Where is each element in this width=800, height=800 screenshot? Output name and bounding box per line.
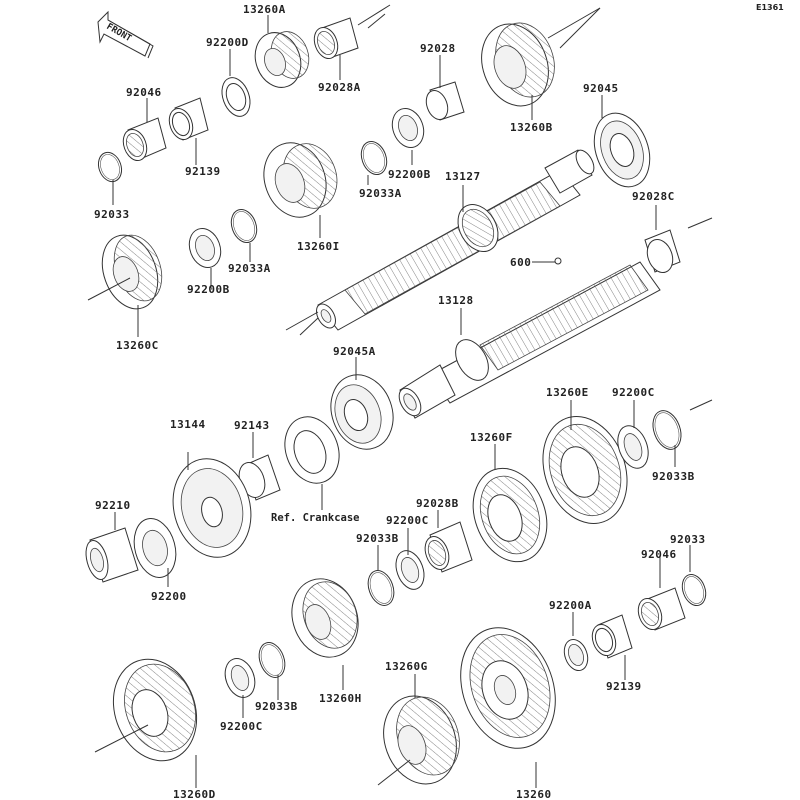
circlip-92033-top [97,151,123,183]
label-13260C: 13260C [116,339,159,352]
label-13260F: 13260F [470,431,513,444]
label-13144: 13144 [170,418,206,431]
washer-92200C-low [224,658,256,698]
sprocket-13144 [172,458,252,558]
washer-92200B-lower [188,228,222,268]
label-92046-right: 92046 [641,548,677,561]
washer-92200C-right [617,425,649,469]
shaft-13128 [398,261,661,419]
bearing-92028A [313,4,391,59]
bearing-92045 [593,112,651,188]
washer-92200B-upper [391,108,425,148]
label-600: 600 [510,256,531,269]
label-92200B-lower: 92200B [187,283,230,296]
label-92210: 92210 [95,499,131,512]
label-92028B: 92028B [416,497,459,510]
label-92200: 92200 [151,590,187,603]
shaft-13127 [285,149,595,336]
collar-92139-right [591,614,633,659]
orifice-600 [554,257,562,265]
label-92033B-mid: 92033B [356,532,399,545]
label-92139-top: 92139 [185,165,221,178]
washer-92200C-mid [395,550,425,590]
bushing-92028C [644,217,713,273]
label-13260D: 13260D [173,788,216,800]
label-13260H: 13260H [319,692,362,705]
gear-13260C [87,234,163,310]
front-arrow-icon: FRONT [97,10,154,59]
label-92143: 92143 [234,419,270,432]
label-92200D: 92200D [206,36,249,49]
gear-13260G [377,695,460,786]
gear-13260 [460,627,556,749]
circlip-92033A-lower [230,209,258,243]
part-labels: 13260A 92200D 92028A 92046 92139 92028 13260B 9… [94,3,706,800]
gear-13260I [263,142,338,218]
washer-92200D [221,77,251,117]
gear-13260H [291,578,359,658]
circlip-92033B-mid [367,570,395,606]
label-13260A: 13260A [243,3,286,16]
label-92033A-upper: 92033A [359,187,402,200]
label-92028C: 92028C [632,190,675,203]
label-92139-right: 92139 [606,680,642,693]
bearing-92045A [330,374,394,450]
gear-13260F [472,467,548,563]
label-92200C-low: 92200C [220,720,263,733]
label-92033A-lower: 92033A [228,262,271,275]
gear-13260E [542,416,628,524]
circlip-92033B-low [258,642,286,678]
bearing-92046-top [122,117,167,161]
label-13260G: 13260G [385,660,428,673]
label-13260I: 13260I [297,240,340,253]
label-92033B-low: 92033B [255,700,298,713]
label-92033-right: 92033 [670,533,706,546]
bushing-92028 [425,81,465,121]
ref-crankcase-note: Ref. Crankcase [271,512,360,524]
bearing-92028B [424,521,473,573]
label-92045: 92045 [583,82,619,95]
label-92200B-upper: 92200B [388,168,431,181]
label-13260: 13260 [516,788,552,800]
label-92200C-mid: 92200C [386,514,429,527]
nut-92210 [85,527,139,583]
circlip-92033B-right [652,399,713,450]
label-92200A: 92200A [549,599,592,612]
label-13127: 13127 [445,170,481,183]
circlip-92033A-upper [360,141,388,175]
label-92033B-right: 92033B [652,470,695,483]
diagram-code: E1361 [756,3,784,12]
label-13128: 13128 [438,294,474,307]
circlip-92033-right [681,574,707,606]
label-92045A: 92045A [333,345,376,358]
gear-13260A [254,31,310,88]
label-92028: 92028 [420,42,456,55]
label-13260B: 13260B [510,121,553,134]
lock-washer-92200 [133,518,177,578]
label-92028A: 92028A [318,81,361,94]
gear-13260B [481,7,601,107]
leader-lines [112,15,691,788]
oil-seal-crankcase [284,416,340,484]
gear-13260D [94,658,198,762]
bearing-92046-right [637,587,686,631]
label-92046-top: 92046 [126,86,162,99]
label-92200C-right: 92200C [612,386,655,399]
washer-92200A [563,639,589,671]
label-92033-top: 92033 [94,208,130,221]
collar-92139-top [168,97,209,141]
label-13260E: 13260E [546,386,589,399]
